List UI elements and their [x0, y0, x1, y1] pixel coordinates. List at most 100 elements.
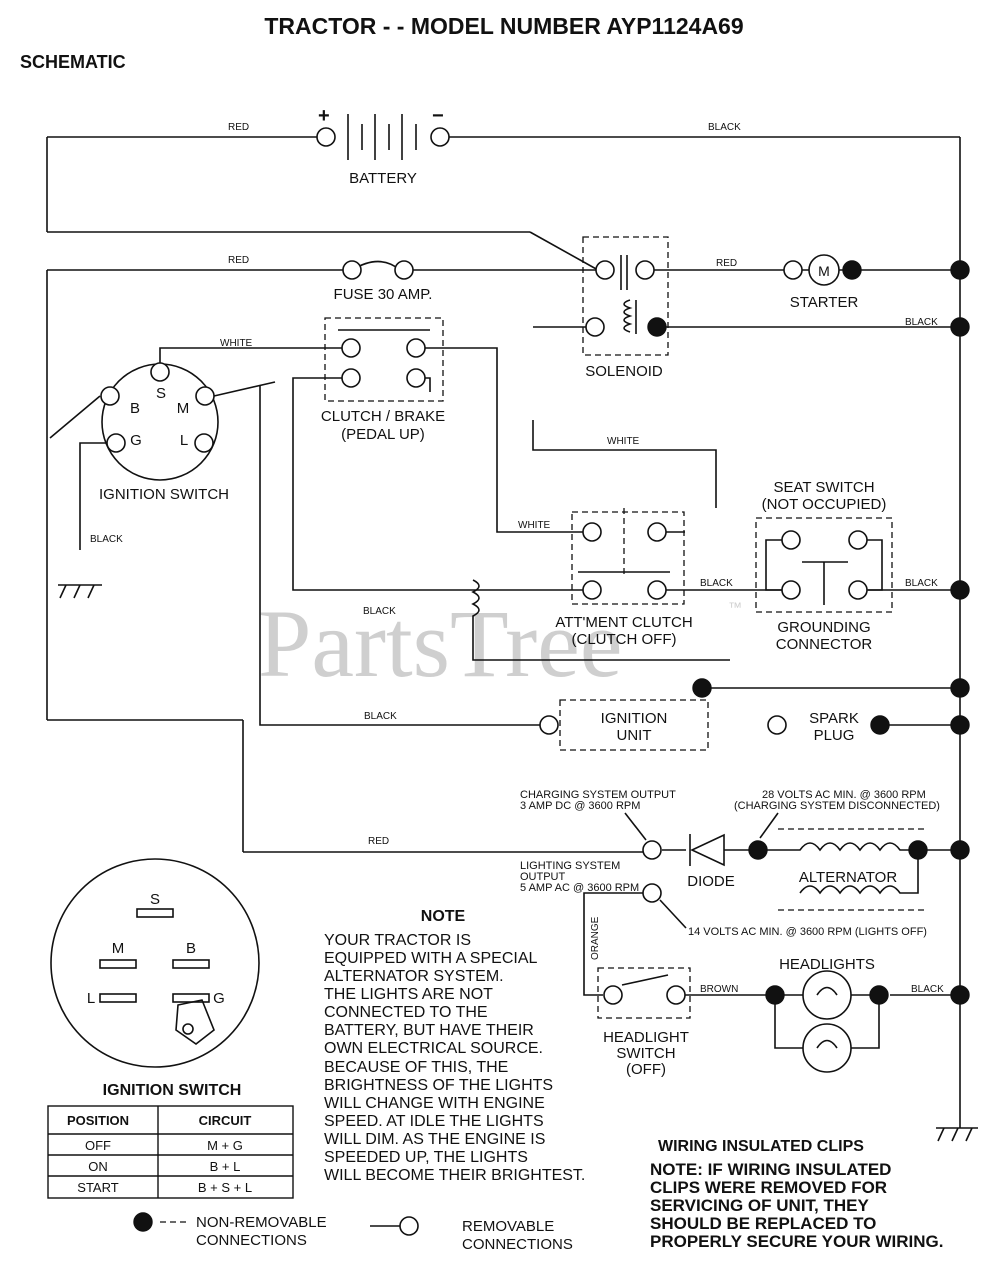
ac28-condition: (CHARGING SYSTEM DISCONNECTED) — [734, 800, 940, 812]
ac28-arrow — [759, 812, 779, 839]
detail-terminal-l: L — [87, 990, 95, 1007]
detail-terminal-m: M — [112, 940, 125, 957]
headlights — [765, 970, 970, 1073]
starter-motor-symbol: M — [818, 263, 830, 279]
ignition-terminal-b: B — [130, 400, 140, 417]
legend-non-removable: NON-REMOVABLE — [196, 1214, 327, 1231]
headlight-switch-label: HEADLIGHT — [603, 1029, 689, 1046]
seat-switch-state: (NOT OCCUPIED) — [762, 496, 887, 513]
table-cell-circuit: B + S + L — [198, 1180, 252, 1195]
attment-clutch-label: ATT'MENT CLUTCH — [555, 614, 692, 631]
detail-terminal-b: B — [186, 940, 196, 957]
watermark: PartsTree — [258, 590, 622, 697]
ground-connection-clutch — [950, 678, 970, 698]
battery-minus: − — [432, 105, 444, 127]
solenoid — [582, 236, 669, 356]
wire-label-black-headlights: BLACK — [911, 984, 944, 995]
ignition-switch — [100, 362, 219, 481]
alternator-label: ALTERNATOR — [799, 869, 898, 886]
detail-terminal-s: S — [150, 891, 160, 908]
note-line: OWN ELECTRICAL SOURCE. — [324, 1040, 543, 1057]
ac14-arrow — [659, 899, 687, 929]
attment-clutch-state: (CLUTCH OFF) — [572, 631, 677, 648]
spark-plug-ground — [870, 715, 890, 735]
detail-terminal-g: G — [213, 990, 225, 1007]
legend-removable: REMOVABLE — [462, 1218, 554, 1235]
lighting-output-label-2: OUTPUT — [520, 871, 566, 883]
clutch-brake-switch — [324, 317, 444, 402]
seat-switch — [755, 517, 893, 613]
lighting-output-label: LIGHTING SYSTEM — [520, 860, 620, 872]
legend-non-removable-2: CONNECTIONS — [196, 1232, 307, 1249]
ignition-detail-title: IGNITION SWITCH — [103, 1082, 242, 1099]
note-line: WILL DIM. AS THE ENGINE IS — [324, 1131, 545, 1148]
ignition-position-table — [47, 1105, 294, 1199]
clutch-brake-state: (PEDAL UP) — [341, 426, 425, 443]
diode — [642, 833, 725, 867]
ignition-switch-label: IGNITION SWITCH — [99, 486, 229, 503]
headlight-switch-state: (OFF) — [626, 1061, 666, 1078]
ground-symbol-left — [58, 584, 102, 599]
note-line: BECAUSE OF THIS, THE — [324, 1059, 508, 1076]
wire-label-orange: ORANGE — [590, 916, 601, 960]
headlight-switch-label-2: SWITCH — [616, 1045, 675, 1062]
attachment-clutch-switch — [571, 508, 685, 605]
ignition-terminal-s: S — [156, 385, 166, 402]
table-cell-position: OFF — [85, 1138, 111, 1153]
clips-line: CLIPS WERE REMOVED FOR — [650, 1178, 887, 1197]
headlights-label: HEADLIGHTS — [779, 956, 875, 973]
schematic-label: SCHEMATIC — [20, 52, 126, 72]
wire-label-black-solenoid: BLACK — [905, 317, 938, 328]
clips-line: PROPERLY SECURE YOUR WIRING. — [650, 1232, 943, 1251]
watermark-trademark: ™ — [728, 599, 742, 615]
table-cell-circuit: M + G — [207, 1138, 243, 1153]
legend-removable-2: CONNECTIONS — [462, 1236, 573, 1253]
table-cell-position: START — [77, 1180, 118, 1195]
battery-label: BATTERY — [349, 170, 417, 187]
clips-heading: WIRING INSULATED CLIPS — [658, 1138, 864, 1155]
note-line: BRIGHTNESS OF THE LIGHTS — [324, 1077, 553, 1094]
note-text: YOUR TRACTOR IS EQUIPPED WITH A SPECIAL … — [324, 932, 585, 1184]
clutch-brake-label: CLUTCH / BRAKE — [321, 408, 445, 425]
ignition-unit-label-2: UNIT — [617, 727, 652, 744]
table-cell-circuit: B + L — [210, 1159, 241, 1174]
wire-label-black-ignition-unit: BLACK — [364, 711, 397, 722]
battery — [316, 114, 450, 160]
table-header-position: POSITION — [67, 1113, 129, 1128]
note-line: WILL CHANGE WITH ENGINE — [324, 1095, 545, 1112]
wire-label-white-upper: WHITE — [607, 436, 640, 447]
charging-output-arrow — [624, 812, 647, 841]
connection-clutch-ground — [692, 678, 712, 698]
ground-connection-seat — [950, 580, 970, 600]
ignition-terminal-l: L — [180, 432, 188, 449]
table-cell-position: ON — [88, 1159, 108, 1174]
ignition-terminal-g: G — [130, 432, 142, 449]
wire-label-red-battery: RED — [228, 122, 249, 133]
ground-connection-spark — [950, 715, 970, 735]
seat-switch-label: SEAT SWITCH — [773, 479, 874, 496]
grounding-connector-label-2: CONNECTOR — [776, 636, 873, 653]
note-line: YOUR TRACTOR IS — [324, 932, 471, 949]
note-line: SPEED. AT IDLE THE LIGHTS — [324, 1113, 544, 1130]
note-heading: NOTE — [421, 908, 466, 925]
wire-label-black-seat: BLACK — [905, 578, 938, 589]
ignition-terminal-m: M — [177, 400, 190, 417]
lighting-output-terminal — [642, 883, 662, 903]
ground-symbol-right — [936, 1127, 978, 1142]
spark-plug-label-2: PLUG — [814, 727, 855, 744]
clips-line: SERVICING OF UNIT, THEY — [650, 1196, 869, 1215]
legend-solid-dot — [133, 1212, 153, 1232]
page-title: TRACTOR - - MODEL NUMBER AYP1124A69 — [264, 13, 743, 39]
note-line: WILL BECOME THEIR BRIGHTEST. — [324, 1167, 585, 1184]
legend-open-dot — [399, 1216, 419, 1236]
starter — [783, 254, 970, 286]
wire-label-black-ground: BLACK — [90, 534, 123, 545]
wire-label-white-ignition: WHITE — [220, 338, 253, 349]
wire-label-black-attment: BLACK — [700, 578, 733, 589]
diode-label: DIODE — [687, 873, 735, 890]
clips-line: SHOULD BE REPLACED TO — [650, 1214, 876, 1233]
headlight-switch — [597, 967, 691, 1019]
starter-label: STARTER — [790, 294, 859, 311]
note-line: BATTERY, BUT HAVE THEIR — [324, 1022, 534, 1039]
legend — [133, 1212, 419, 1236]
